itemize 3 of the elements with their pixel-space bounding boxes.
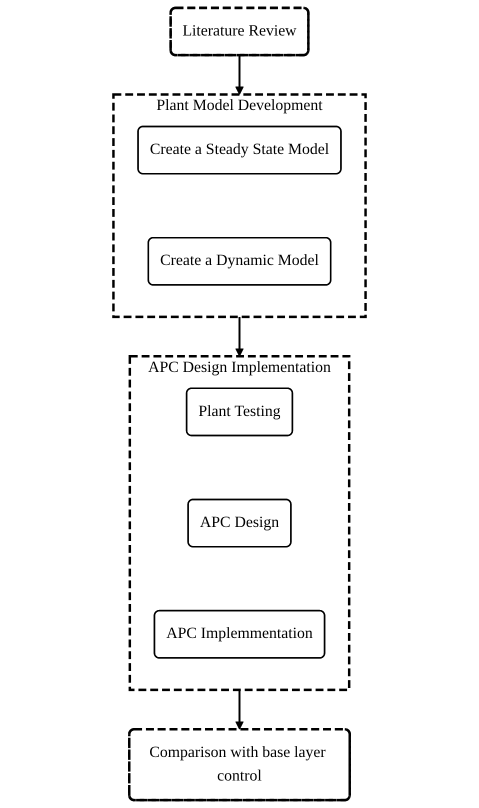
arrow (235, 690, 244, 730)
arrow (235, 55, 244, 95)
arrow (235, 316, 244, 357)
